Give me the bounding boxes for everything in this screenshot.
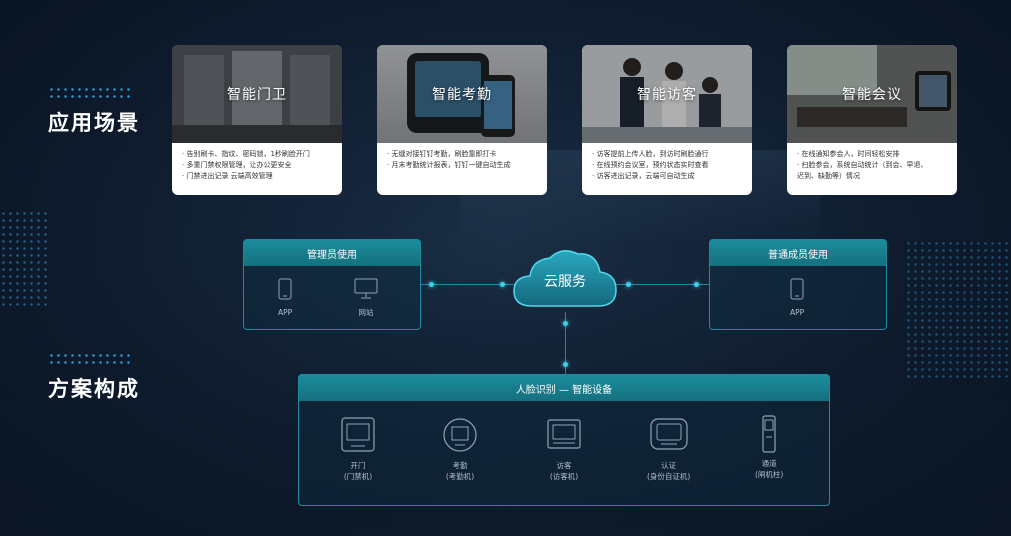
device-sub: (考勤机) xyxy=(445,472,475,481)
visitor-illustration xyxy=(582,45,752,143)
visitor-photo-shade xyxy=(582,45,752,143)
card-smart-meeting[interactable]: 智能会议 · 在线通知参会人，时间轻松安排 · 扫脸参会，系统自动统计（到会、早… xyxy=(787,45,957,195)
visitor-machine-icon xyxy=(547,419,581,449)
connector-cloud-member xyxy=(614,284,709,285)
dot-pattern-right xyxy=(905,240,1011,380)
member-app[interactable]: APP xyxy=(790,278,804,318)
card-title: 智能考勤 xyxy=(432,87,492,103)
device-label: APP xyxy=(790,308,805,317)
connector-admin-cloud xyxy=(421,284,516,285)
section-title-composition: 方案构成 xyxy=(48,377,140,401)
card-smart-attendance[interactable]: 智能考勤 · 无缝对接钉钉考勤，刷脸靠即打卡 · 月末考勤统计报表，钉钉一键自动… xyxy=(377,45,547,195)
device-name: 开门 xyxy=(350,461,366,470)
card-line: · 告别刷卡、指纹、密码锁，1秒刷脸开门 xyxy=(182,150,310,158)
attendance-machine-icon xyxy=(443,418,477,452)
card-line: · 扫脸参会，系统自动统计（到会、早退、 xyxy=(797,161,928,169)
device-visitor[interactable]: 访客 (访客机) xyxy=(547,417,581,482)
card-description: · 告别刷卡、指纹、密码锁，1秒刷脸开门 · 多重门禁权限管理，让办公更安全 ·… xyxy=(172,143,342,182)
card-smart-visitor[interactable]: 智能访客 · 访客提前上传人脸，到访时刷脸通行 · 在线预约会议室，预约状态实时… xyxy=(582,45,752,195)
device-sub: (门禁机) xyxy=(343,472,373,481)
visitor-photo: 智能访客 xyxy=(582,45,752,143)
card-line: · 在线通知参会人，时间轻松安排 xyxy=(797,150,900,158)
access-control-icon xyxy=(341,417,375,452)
card-line: · 多重门禁权限管理，让办公更安全 xyxy=(182,161,292,169)
gate-photo-shade xyxy=(172,45,342,143)
cloud-icon xyxy=(513,250,617,307)
connector-node xyxy=(429,282,434,287)
dot-pattern-left xyxy=(0,210,48,310)
dot-pattern-top xyxy=(48,86,132,100)
card-line: · 访客进出记录，云端可自动生成 xyxy=(592,172,695,180)
device-label: 考勤 (考勤机) xyxy=(446,460,474,482)
card-line: · 门禁进出记录 云端高效管理 xyxy=(182,172,273,180)
face-devices-panel: 人脸识别 — 智能设备 开门 (门禁机) 考勤 (考勤机) 访客 xyxy=(298,374,830,506)
connector-node xyxy=(563,321,568,326)
device-label: 访客 (访客机) xyxy=(550,460,578,482)
card-title: 智能访客 xyxy=(637,87,697,103)
admin-panel-title: 管理员使用 xyxy=(244,240,420,266)
monitor-icon xyxy=(354,278,378,299)
device-label: APP xyxy=(278,308,293,317)
device-name: 访客 xyxy=(556,461,572,470)
member-panel: 普通成员使用 APP xyxy=(709,239,887,330)
meeting-photo-shade xyxy=(787,45,957,143)
device-name: 认证 xyxy=(661,461,677,470)
face-devices-title: 人脸识别 — 智能设备 xyxy=(299,375,829,401)
connector-node xyxy=(694,282,699,287)
cloud-label: 云服务 xyxy=(544,274,586,290)
card-description: · 访客提前上传人脸，到访时刷脸通行 · 在线预约会议室，预约状态实时查看 · … xyxy=(582,143,752,182)
admin-website[interactable]: 网站 xyxy=(354,278,378,318)
turnstile-icon xyxy=(762,415,776,453)
admin-app[interactable]: APP xyxy=(278,278,292,318)
gate-photo: 智能门卫 xyxy=(172,45,342,143)
card-description: · 无缝对接钉钉考勤，刷脸靠即打卡 · 月末考勤统计报表，钉钉一键自动生成 xyxy=(377,143,547,171)
device-name: 通道 xyxy=(761,459,777,468)
phone-icon xyxy=(790,278,804,300)
cloud-service[interactable]: 云服务 xyxy=(510,244,620,314)
device-name: 考勤 xyxy=(452,461,468,470)
connector-node xyxy=(500,282,505,287)
section-title-scenarios: 应用场景 xyxy=(48,111,140,135)
device-label: 认证 (身份自证机) xyxy=(647,460,690,482)
card-smart-gate[interactable]: 智能门卫 · 告别刷卡、指纹、密码锁，1秒刷脸开门 · 多重门禁权限管理，让办公… xyxy=(172,45,342,195)
device-sub: (闸机柱) xyxy=(755,470,784,479)
id-verification-icon xyxy=(650,418,688,450)
device-door[interactable]: 开门 (门禁机) xyxy=(341,417,375,482)
card-title: 智能会议 xyxy=(842,87,902,103)
dot-pattern-middle xyxy=(48,352,132,366)
attendance-photo-shade xyxy=(377,45,547,143)
device-attendance[interactable]: 考勤 (考勤机) xyxy=(443,417,477,482)
card-title: 智能门卫 xyxy=(227,87,287,103)
meeting-photo: 智能会议 xyxy=(787,45,957,143)
device-sub: (身份自证机) xyxy=(647,472,691,481)
attendance-device-illustration xyxy=(407,53,515,137)
connector-node xyxy=(626,282,631,287)
card-line: · 月末考勤统计报表，钉钉一键自动生成 xyxy=(387,161,511,169)
device-sub: (访客机) xyxy=(549,472,579,481)
card-description: · 在线通知参会人，时间轻松安排 · 扫脸参会，系统自动统计（到会、早退、 迟到… xyxy=(787,143,957,182)
admin-panel: 管理员使用 APP 网站 xyxy=(243,239,421,330)
card-line: · 访客提前上传人脸，到访时刷脸通行 xyxy=(592,150,709,158)
device-label: 开门 (门禁机) xyxy=(344,460,372,482)
connector-node xyxy=(563,362,568,367)
card-line: · 无缝对接钉钉考勤，刷脸靠即打卡 xyxy=(387,150,497,158)
device-label: 网站 xyxy=(358,308,374,317)
phone-icon xyxy=(278,278,292,300)
attendance-photo: 智能考勤 xyxy=(377,45,547,143)
device-gate[interactable]: 通道 (闸机柱) xyxy=(755,415,783,480)
gate-illustration xyxy=(172,45,342,143)
card-line: 迟到、缺勤等）情况 xyxy=(797,172,860,180)
device-label: 通道 (闸机柱) xyxy=(755,458,783,480)
meeting-illustration xyxy=(787,45,957,143)
card-line: · 在线预约会议室，预约状态实时查看 xyxy=(592,161,709,169)
member-panel-title: 普通成员使用 xyxy=(710,240,886,266)
connector-cloud-devices xyxy=(565,312,566,374)
device-verification[interactable]: 认证 (身份自证机) xyxy=(647,417,690,482)
